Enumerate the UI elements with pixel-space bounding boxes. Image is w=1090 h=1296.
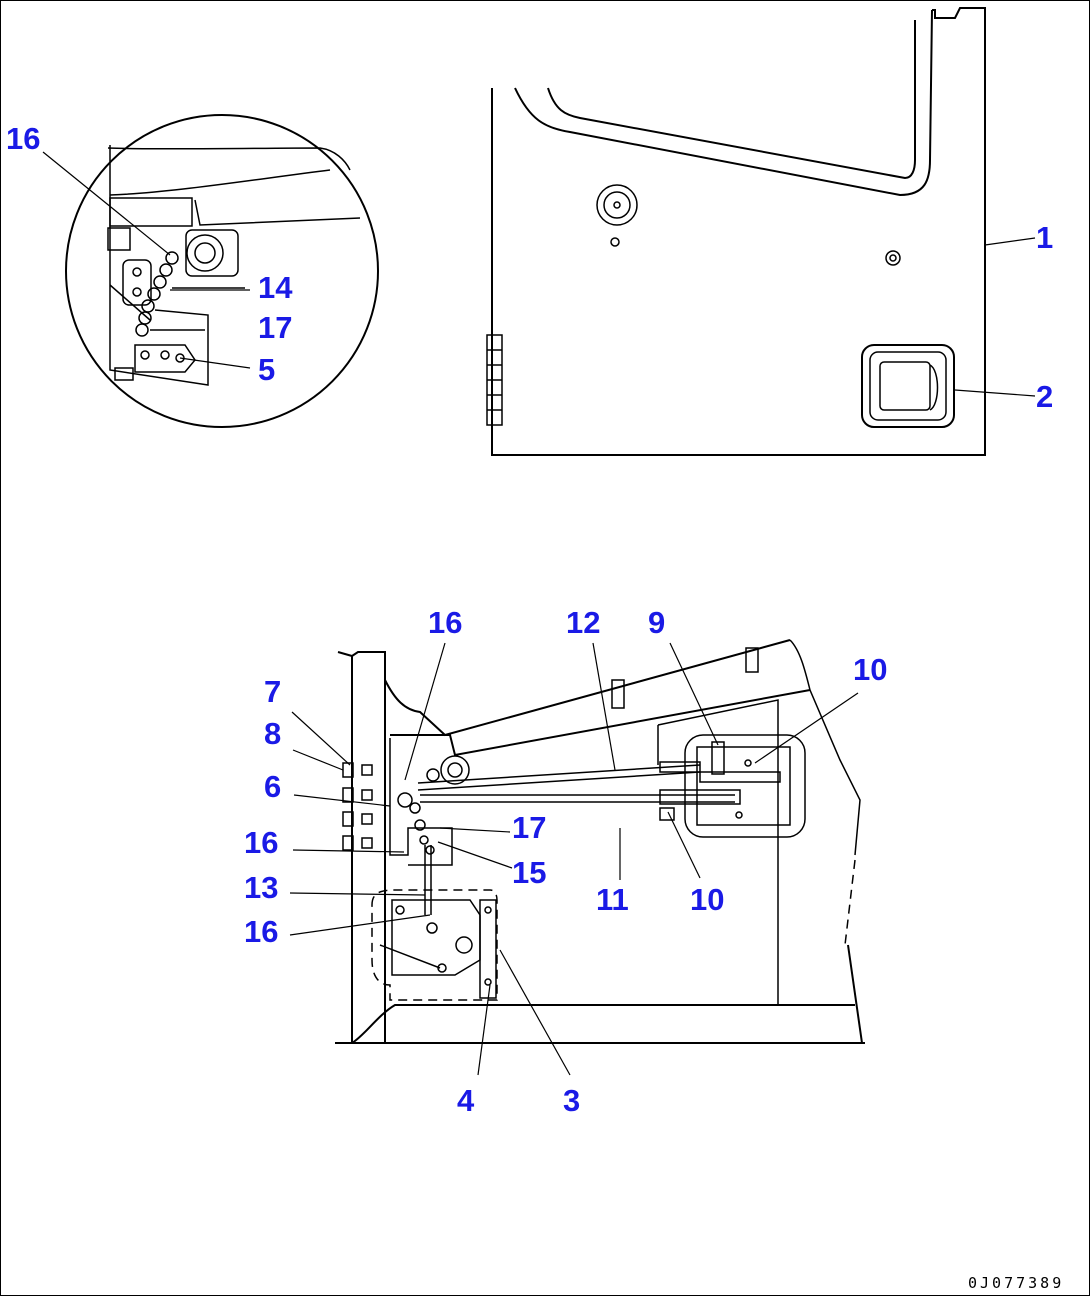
callout-lower-6: 6 xyxy=(264,769,281,804)
callout-lower-10a: 10 xyxy=(853,652,887,687)
callout-lower-12: 12 xyxy=(566,605,600,640)
callout-detail-5: 5 xyxy=(258,352,275,387)
callout-door-2: 2 xyxy=(1036,379,1053,414)
callout-lower-13: 13 xyxy=(244,870,278,905)
callout-lower-17: 17 xyxy=(512,810,546,845)
drawing-code: 0J077389 xyxy=(968,1274,1064,1292)
callout-detail-17: 17 xyxy=(258,310,292,345)
callout-lower-11: 11 xyxy=(596,882,629,917)
hinge-bolts xyxy=(342,762,373,851)
callout-lower-7: 7 xyxy=(264,674,281,709)
callout-lower-15: 15 xyxy=(512,855,546,890)
door-handle-2 xyxy=(861,344,955,428)
callout-lower-16a: 16 xyxy=(428,605,462,640)
control-rods xyxy=(417,764,735,803)
callout-detail-16: 16 xyxy=(6,121,40,156)
callout-lower-8: 8 xyxy=(264,716,281,751)
callout-lower-10b: 10 xyxy=(690,882,724,917)
inner-door-view xyxy=(289,639,865,1076)
hinge xyxy=(486,334,503,426)
callout-lower-16c: 16 xyxy=(244,914,278,949)
bolt-1 xyxy=(885,250,901,266)
inner-handle xyxy=(659,734,806,838)
callout-lower-16b: 16 xyxy=(244,825,278,860)
lock-cylinder xyxy=(596,184,638,226)
door-outer-view xyxy=(486,7,1036,456)
callout-door-1: 1 xyxy=(1036,220,1053,255)
callout-lower-4: 4 xyxy=(457,1083,475,1118)
callout-lower-3: 3 xyxy=(563,1083,580,1118)
callout-lower-9: 9 xyxy=(648,605,665,640)
latch-detail-view xyxy=(42,114,379,428)
callout-detail-14: 14 xyxy=(258,270,293,305)
link-chain xyxy=(135,251,179,337)
lower-lock xyxy=(379,899,497,999)
